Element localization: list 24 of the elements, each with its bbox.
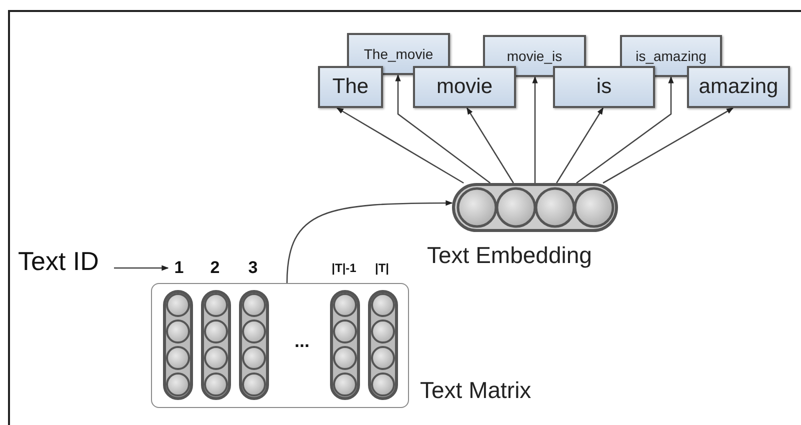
- ellipsis: ...: [293, 331, 310, 352]
- node-caption: Text Matrix: [420, 377, 532, 404]
- column-index: 3: [247, 257, 259, 279]
- arrow: [395, 74, 491, 184]
- word-box: The: [318, 66, 383, 108]
- word-box: amazing: [687, 66, 790, 108]
- column-index: |T|: [374, 260, 390, 277]
- arrow: [532, 76, 538, 183]
- input-label: Text ID: [18, 244, 110, 278]
- word-box: movie: [413, 66, 516, 108]
- column-index: 2: [209, 257, 221, 279]
- arrow: [466, 107, 514, 184]
- node-caption: Text Embedding: [427, 242, 592, 269]
- column-index: |T|-1: [330, 260, 358, 277]
- arrow: [286, 200, 453, 284]
- arrow: [336, 107, 464, 184]
- word-box: is: [553, 66, 655, 108]
- arrow: [114, 265, 169, 271]
- arrow: [556, 107, 604, 184]
- matrix-panel: [151, 283, 409, 408]
- column-index: 1: [170, 256, 188, 280]
- arrow: [576, 76, 674, 184]
- embedding-vector: [452, 183, 618, 232]
- arrow: [602, 107, 734, 184]
